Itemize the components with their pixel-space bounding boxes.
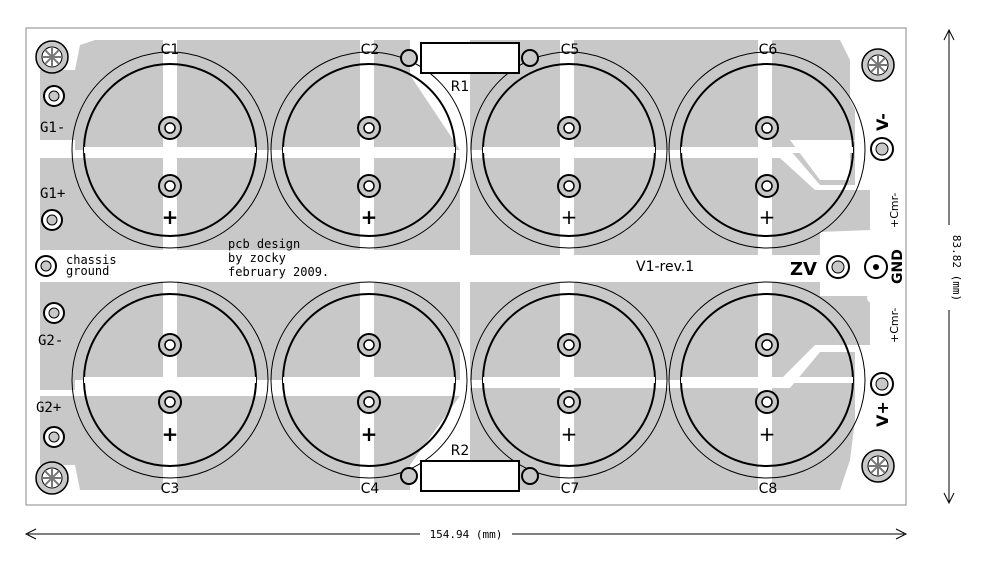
mounting-hole-icon <box>861 449 895 483</box>
height-dimension <box>943 28 955 505</box>
capacitor-c6 <box>668 51 866 249</box>
label-c4: C4 <box>361 481 380 497</box>
label-g1-plus: G1+ <box>40 186 65 202</box>
width-dimension <box>24 528 908 540</box>
label-g2-plus: G2+ <box>36 400 61 416</box>
capacitor-c5 <box>470 51 668 249</box>
zv-label: ZV <box>790 259 817 280</box>
capacitor-c8 <box>668 281 866 479</box>
left-pads <box>35 85 65 448</box>
plus-c2: + <box>361 205 378 229</box>
svg-text:pcb design: pcb design <box>228 237 300 251</box>
label-g1-minus: G1- <box>40 120 65 136</box>
label-g2-minus: G2- <box>38 333 63 349</box>
capacitor-c7 <box>470 281 668 479</box>
resistor-r1 <box>400 42 539 74</box>
polarity-marks: + + + + <box>162 205 378 446</box>
mounting-holes <box>35 40 895 495</box>
label-c7: C7 <box>561 481 580 497</box>
capacitor-c2 <box>270 51 468 249</box>
left-labels: G1- G1+ G2- G2+ <box>36 120 65 416</box>
capacitor-labels: C1 C2 C5 C6 C3 C4 C7 C8 R1 R2 <box>161 42 778 497</box>
capacitor-c1 <box>71 51 269 249</box>
version-label: V1-rev.1 <box>636 259 694 275</box>
mounting-hole-icon <box>35 461 69 495</box>
mounting-hole-icon <box>861 48 895 82</box>
label-c8: C8 <box>759 481 778 497</box>
plus-c6: + <box>759 205 776 229</box>
design-credit: pcb design by zocky february 2009. <box>228 237 329 279</box>
plus-c4: + <box>361 422 378 446</box>
polarity-marks-thin: + + + + <box>561 205 776 446</box>
plus-c8: + <box>759 422 776 446</box>
plus-c1: + <box>162 205 179 229</box>
label-v-plus: V+ <box>873 401 892 427</box>
width-label: 154.94 (mm) <box>430 528 503 541</box>
plus-c5: + <box>561 205 578 229</box>
right-pads <box>826 137 894 396</box>
capacitor-c4 <box>270 281 468 479</box>
label-c6: C6 <box>759 42 778 58</box>
label-c5: C5 <box>561 42 580 58</box>
chassis-ground-label: chassis ground <box>66 253 117 278</box>
capacitor-group <box>71 51 866 479</box>
resistor-r2 <box>400 460 539 492</box>
vertical-traces <box>163 40 772 490</box>
svg-text:ground: ground <box>66 264 109 278</box>
label-c2: C2 <box>361 42 380 58</box>
label-cmr-bottom: +Cmr- <box>888 308 901 343</box>
capacitor-c3 <box>71 281 269 479</box>
mounting-hole-icon <box>35 40 69 74</box>
label-v-minus: V- <box>873 113 892 131</box>
label-gnd: GND <box>890 249 906 284</box>
label-r1: R1 <box>451 79 470 95</box>
plus-c3: + <box>162 422 179 446</box>
svg-text:february 2009.: february 2009. <box>228 265 329 279</box>
label-c1: C1 <box>161 42 180 58</box>
svg-text:by zocky: by zocky <box>228 251 286 265</box>
label-cmr-top: +Cmr- <box>888 193 901 228</box>
label-r2: R2 <box>451 443 470 459</box>
height-label: 83.82 (mm) <box>950 235 963 301</box>
svg-text:chassis: chassis <box>66 253 117 267</box>
label-c3: C3 <box>161 481 180 497</box>
plus-c7: + <box>561 422 578 446</box>
